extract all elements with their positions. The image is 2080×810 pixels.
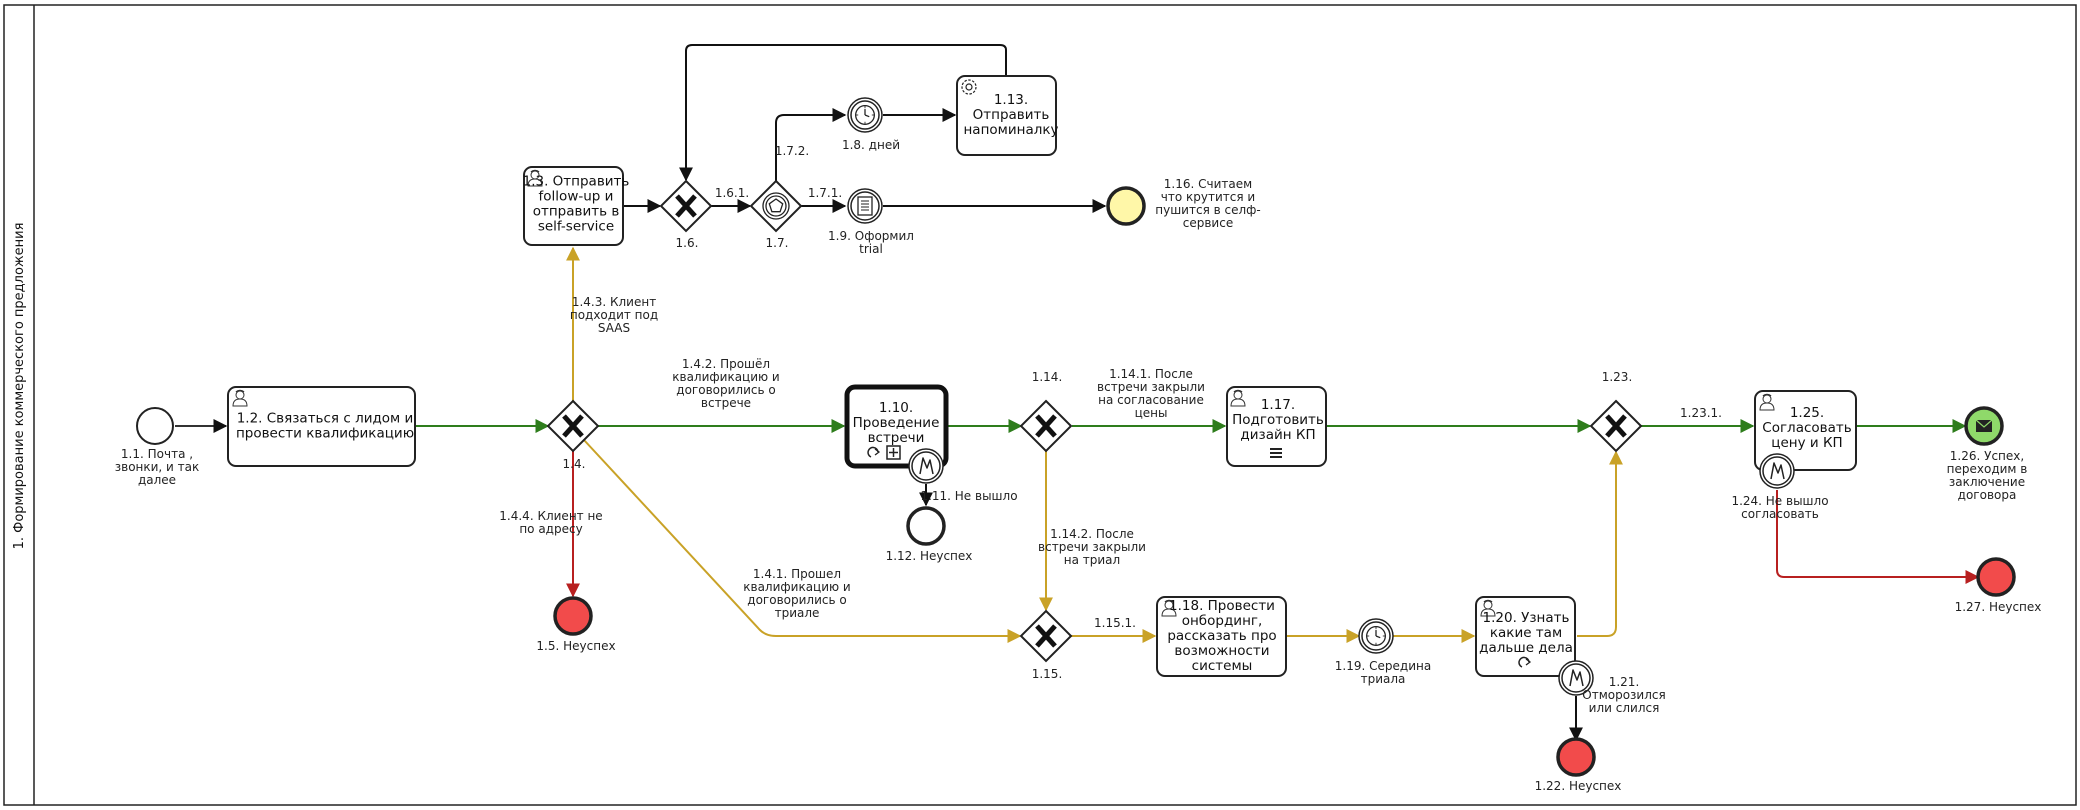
exclusive-x-icon <box>562 414 584 438</box>
flow-label-f1_15_1: 1.15.1. <box>1094 616 1136 630</box>
envelope-icon <box>1975 419 1993 432</box>
end-event-1-27[interactable] <box>1976 557 2016 597</box>
flow-1-7-2[interactable] <box>775 108 847 181</box>
flow-label-f1_6_1: 1.6.1. <box>715 186 749 200</box>
flow-label-f1_7_1: 1.7.1. <box>808 186 842 200</box>
gateway-label-g1_7: 1.7. <box>766 236 789 250</box>
event-label-e1_11: 1.11. Не вышло <box>920 489 1017 503</box>
task-1-3[interactable] <box>523 166 624 246</box>
flow-label-f1_23_1: 1.23.1. <box>1680 406 1722 420</box>
task-1-13[interactable] <box>956 75 1057 156</box>
events <box>136 97 2016 777</box>
end-event-1-26[interactable] <box>1964 406 2004 446</box>
start-event-1-1[interactable] <box>136 407 174 445</box>
timer-event-1-19[interactable] <box>1358 618 1394 654</box>
flow-label-f1_7_2: 1.7.2. <box>775 144 809 158</box>
gateway-label-g1_4: 1.4. <box>563 457 586 471</box>
event-label-e1_5: 1.5. Неуспех <box>536 639 615 653</box>
event-label-e1_12: 1.12. Неуспех <box>886 549 973 563</box>
gateway-1-6[interactable] <box>659 179 713 233</box>
task-1-10[interactable] <box>844 384 949 469</box>
loop-icon <box>1518 656 1532 668</box>
exclusive-x-icon <box>1605 414 1627 438</box>
gateway-label-g1_15: 1.15. <box>1032 667 1063 681</box>
event-label-e1_27: 1.27. Неуспех <box>1955 600 2042 614</box>
exclusive-x-icon <box>1035 624 1057 648</box>
flow-1-20-to-1-23[interactable] <box>1577 450 1623 637</box>
task-1-20[interactable] <box>1475 596 1576 677</box>
lane-label: 1. Формирование коммерческого предложени… <box>12 223 27 550</box>
end-event-1-16[interactable] <box>1106 186 1146 226</box>
tasks <box>227 75 1857 677</box>
flow-1-4-1[interactable] <box>583 439 1022 643</box>
exclusive-x-icon <box>1035 414 1057 438</box>
gateway-1-23[interactable] <box>1589 399 1643 453</box>
subprocess-marker-icon <box>886 445 901 460</box>
event-based-pentagon-icon <box>762 192 790 220</box>
gateway-1-7[interactable] <box>749 179 803 233</box>
task-1-25[interactable] <box>1754 390 1857 471</box>
gateway-1-15[interactable] <box>1019 609 1073 663</box>
boundary-event-1-24[interactable] <box>1759 453 1795 489</box>
pool-frame <box>3 4 2077 806</box>
end-event-1-5[interactable] <box>553 596 593 636</box>
gateways <box>546 179 1643 663</box>
end-event-1-22[interactable] <box>1556 737 1596 777</box>
gateway-label-g1_6: 1.6. <box>676 236 699 250</box>
gateway-1-4[interactable] <box>546 399 600 453</box>
clock-icon <box>855 105 875 125</box>
multi-instance-icon <box>1270 448 1282 458</box>
event-label-e1_22: 1.22. Неуспех <box>1535 779 1622 793</box>
exclusive-x-icon <box>675 194 697 218</box>
loop-icon <box>867 446 881 458</box>
boundary-events <box>908 448 1795 696</box>
gateway-label-g1_23: 1.23. <box>1602 370 1633 384</box>
task-1-17[interactable] <box>1226 386 1327 467</box>
task-1-2[interactable] <box>227 386 416 467</box>
flow-1-24[interactable] <box>1776 490 1980 584</box>
timer-event-1-8[interactable] <box>847 97 883 133</box>
boundary-event-1-21[interactable] <box>1558 660 1594 696</box>
clock-icon <box>1366 626 1386 646</box>
boundary-event-1-11[interactable] <box>908 448 944 484</box>
end-event-1-12[interactable] <box>906 506 946 546</box>
task-1-18[interactable] <box>1156 596 1287 677</box>
gear-icon <box>961 79 977 95</box>
sequence-flows <box>175 44 1980 742</box>
document-icon <box>857 196 873 216</box>
gateway-1-14[interactable] <box>1019 399 1073 453</box>
flow-1-13-to-1-6[interactable] <box>679 44 1007 182</box>
event-label-e1_8: 1.8. дней <box>842 138 900 152</box>
gateway-label-g1_14: 1.14. <box>1032 370 1063 384</box>
conditional-event-1-9[interactable] <box>847 188 883 224</box>
